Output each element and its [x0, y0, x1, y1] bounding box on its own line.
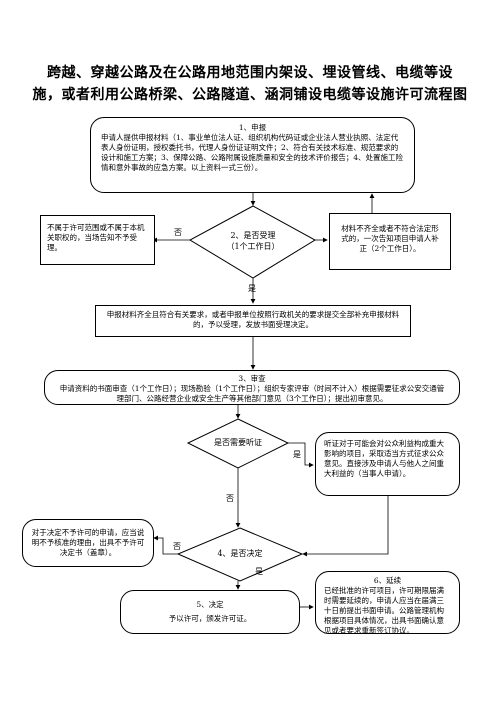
step2-text: 2、是否受理 （1个工作日）	[200, 230, 306, 252]
step1-heading: 1、申报	[238, 123, 267, 132]
not-accepted-box: 不属于许可范围或不属于本机关职权的，当场告知不予受理。	[40, 215, 155, 265]
label-no-accept: 否	[174, 228, 182, 237]
step2-title: 2、是否受理	[230, 231, 276, 240]
step5-box: 5、决定 予以许可，颁发许可证。	[120, 590, 300, 634]
label-no-decision: 否	[173, 542, 181, 551]
decision-approve-diamond	[176, 527, 304, 582]
step4-text: 4、是否决定	[217, 549, 263, 558]
step3-body: 申请资料的书面审查（1个工作日）；现场勘验（1个工作日）；组织专家评审（时间不计…	[59, 384, 445, 403]
step6-body: 已经批准的许可项目，许可期限届满时需要延续的，申请人应当在届满三十日前提出书面申…	[324, 586, 444, 635]
step1-box: 1、申报 申请人提供申报材料（1、事业单位法人证、组织机构代码证或企业法人营业执…	[90, 117, 415, 193]
label-yes-hearing: 是	[293, 450, 301, 459]
hearing-decision-text: 是否需要听证	[214, 438, 262, 447]
accepted-box: 申报材料齐全且符合有关要求，或者申报单位按照行政机关的要求提交全部补充申报材料的…	[95, 305, 411, 337]
hearing-box: 听证对于可能会对公众利益构成重大影响的项目，采取适当方式征求公众意见。直接涉及申…	[315, 432, 460, 496]
hearing-text: 听证对于可能会对公众利益构成重大影响的项目，采取适当方式征求公众意见。直接涉及申…	[324, 439, 444, 478]
deny-box: 对于决定不予许可的申请，应当说明不予核准的理由，出具不予许可决定书（盖章）。	[22, 519, 154, 567]
page-title-line2: 施，或者利用公路桥梁、公路隧道、涵洞铺设电缆等设施许可流程图	[32, 87, 468, 103]
label-yes-accept: 是	[248, 284, 256, 293]
accepted-text: 申报材料齐全且符合有关要求，或者申报单位按照行政机关的要求提交全部补充申报材料的…	[106, 310, 400, 329]
step3-box: 3、审查 申请资料的书面审查（1个工作日）；现场勘验（1个工作日）；组织专家评审…	[44, 370, 460, 405]
step6-heading: 6、延续	[373, 576, 402, 585]
step5-heading: 5、决定	[196, 600, 224, 609]
label-yes-decision: 是	[255, 567, 263, 576]
step1-body: 申请人提供申报材料（1、事业单位法人证、组织机构代码证或企业法人营业执照、法定代…	[101, 133, 404, 172]
page-title-line1: 跨越、穿越公路及在公路用地范围内架设、埋设管线、电缆等设	[47, 65, 453, 81]
step2-duration: （1个工作日）	[226, 242, 280, 251]
step5-body: 予以许可，颁发许可证。	[168, 614, 252, 623]
deny-text: 对于决定不予许可的申请，应当说明不予核准的理由，出具不予许可决定书（盖章）。	[31, 528, 145, 557]
label-no-hearing: 否	[226, 494, 234, 503]
step3-heading: 3、审查	[238, 374, 266, 383]
supplement-text: 材料不齐全或者不符合法定形式的，一次告知项目申请人补正（2个工作日）。	[341, 224, 439, 253]
step6-box: 6、延续 已经批准的许可项目，许可期限届满时需要延续的，申请人应当在届满三十日前…	[315, 571, 460, 635]
not-accepted-text: 不属于许可范围或不属于本机关职权的，当场告知不予受理。	[47, 223, 145, 252]
supplement-box: 材料不齐全或者不符合法定形式的，一次告知项目申请人补正（2个工作日）。	[329, 213, 451, 270]
